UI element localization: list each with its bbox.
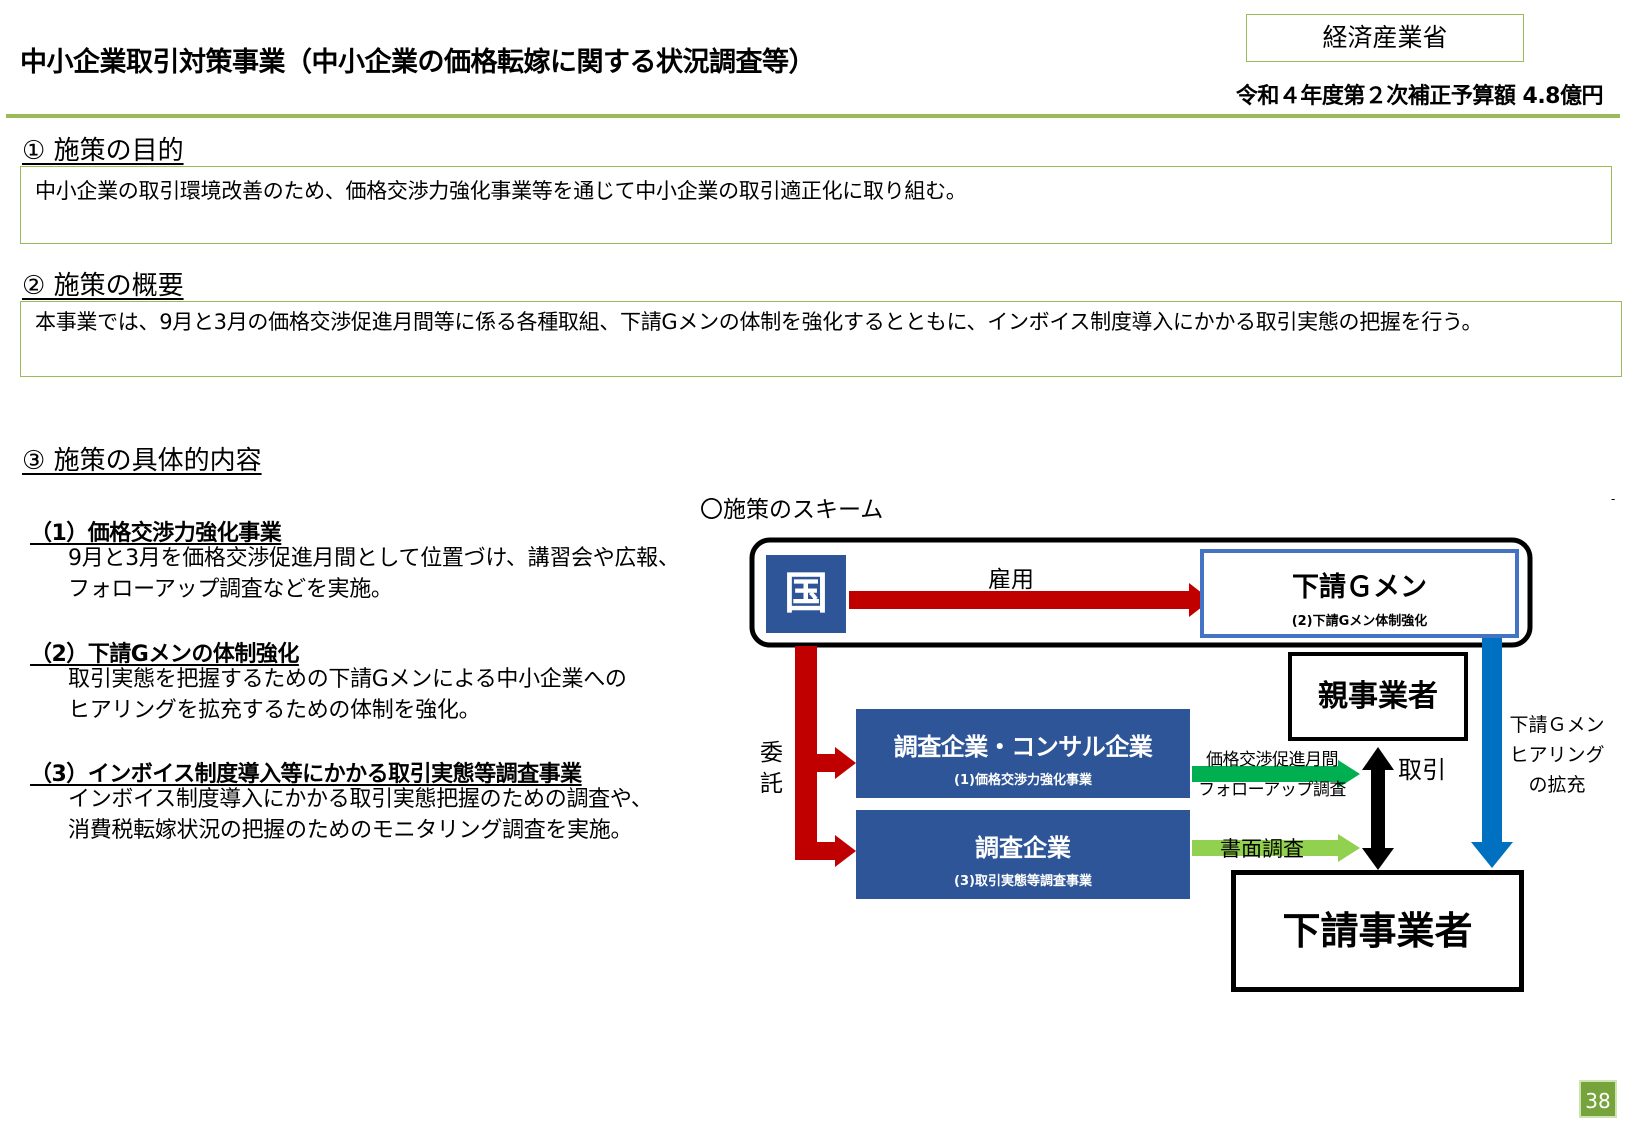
detail-item-3-heading: （3）インボイス制度導入等にかかる取引実態等調査事業 xyxy=(30,762,582,787)
section-purpose-box: 中小企業の取引環境改善のため、価格交渉力強化事業等を通じて中小企業の取引適正化に… xyxy=(20,166,1612,244)
detail-item-2-body: 取引実態を把握するための下請Gメンによる中小企業への ヒアリングを拡充するための… xyxy=(68,667,627,723)
shomen-arrow-head xyxy=(1338,834,1360,862)
kuni-label: 国 xyxy=(784,568,828,619)
hearing-arrow-head xyxy=(1471,842,1513,868)
scheme-caption: 〇施策のスキーム xyxy=(700,497,884,523)
followup-arrow-shaft xyxy=(1192,766,1340,782)
torihiki-arrow-head-down xyxy=(1362,848,1394,870)
delegate-arrow-lower-head xyxy=(835,835,856,867)
gmen-subtitle: (2)下請Gメン体制強化 xyxy=(1291,614,1428,629)
detail-item-2-heading: （2）下請Gメンの体制強化 xyxy=(30,642,299,667)
delegate-arrow-upper-head xyxy=(835,747,856,779)
shomen-label: 書面調査 xyxy=(1220,837,1304,861)
delegate-arrow-lower-shaft xyxy=(795,842,839,860)
torihiki-arrow-head-up xyxy=(1362,747,1394,770)
survey-node: 調査企業 (3)取引実態等調査事業 xyxy=(856,810,1190,899)
shomen-arrow-shaft xyxy=(1192,840,1340,856)
section-overview-text: 本事業では、9月と3月の価格交渉促進月間等に係る各種取組、下請Gメンの体制を強化… xyxy=(35,310,1483,334)
oya-label: 親事業者 xyxy=(1318,679,1438,714)
consul-title: 調査企業・コンサル企業 xyxy=(893,733,1153,761)
shita-label: 下請事業者 xyxy=(1282,909,1473,953)
gmen-title: 下請Ｇメン xyxy=(1292,572,1427,603)
survey-title: 調査企業 xyxy=(975,834,1071,862)
followup-label: 価格交渉促進月間 フォローアップ調査 xyxy=(1198,750,1346,800)
section-purpose-text: 中小企業の取引環境改善のため、価格交渉力強化事業等を通じて中小企業の取引適正化に… xyxy=(35,179,967,203)
scheme-outer-frame xyxy=(749,537,1533,648)
survey-subtitle: (3)取引実態等調査事業 xyxy=(954,874,1092,889)
delegate-arrow-trunk xyxy=(795,646,817,858)
delegate-label: 委 託 xyxy=(760,740,783,797)
hearing-label: 下請Ｇメン ヒアリング の拡充 xyxy=(1509,714,1605,796)
section-details-heading: ③ 施策の具体的内容 xyxy=(22,446,262,476)
stray-mark: - xyxy=(1611,492,1616,506)
detail-item-3-body: インボイス制度導入にかかる取引実態把握のための調査や、 消費税転嫁状況の把握のた… xyxy=(68,787,653,843)
budget-label: 令和４年度第２次補正予算額 4.8億円 xyxy=(1235,84,1604,109)
header-divider xyxy=(6,114,1620,118)
ministry-label: 経済産業省 xyxy=(1246,14,1524,62)
consul-node: 調査企業・コンサル企業 (1)価格交渉力強化事業 xyxy=(856,709,1190,798)
employ-label: 雇用 xyxy=(988,567,1034,593)
section-overview-heading: ② 施策の概要 xyxy=(22,271,184,301)
gmen-node: 下請Ｇメン (2)下請Gメン体制強化 xyxy=(1200,549,1519,638)
delegate-arrow-upper-shaft xyxy=(795,754,839,772)
kuni-node: 国 xyxy=(766,555,846,633)
oya-node: 親事業者 xyxy=(1288,652,1468,741)
detail-item-1-heading: （1）価格交渉力強化事業 xyxy=(30,521,282,546)
torihiki-arrow-shaft xyxy=(1371,766,1385,852)
section-purpose-heading: ① 施策の目的 xyxy=(22,136,184,166)
employ-arrow-shaft xyxy=(849,591,1191,609)
page-title: 中小企業取引対策事業（中小企業の価格転嫁に関する状況調査等） xyxy=(20,47,816,78)
detail-item-1-body: 9月と3月を価格交渉促進月間として位置づけ、講習会や広報、 フォローアップ調査な… xyxy=(68,546,680,602)
hearing-arrow-shaft xyxy=(1482,636,1502,844)
followup-arrow-head xyxy=(1338,760,1360,788)
shita-node: 下請事業者 xyxy=(1231,870,1524,992)
page-number: 38 xyxy=(1579,1080,1617,1118)
consul-subtitle: (1)価格交渉力強化事業 xyxy=(954,773,1092,788)
section-overview-box: 本事業では、9月と3月の価格交渉促進月間等に係る各種取組、下請Gメンの体制を強化… xyxy=(20,301,1622,377)
torihiki-label: 取引 xyxy=(1398,756,1446,784)
